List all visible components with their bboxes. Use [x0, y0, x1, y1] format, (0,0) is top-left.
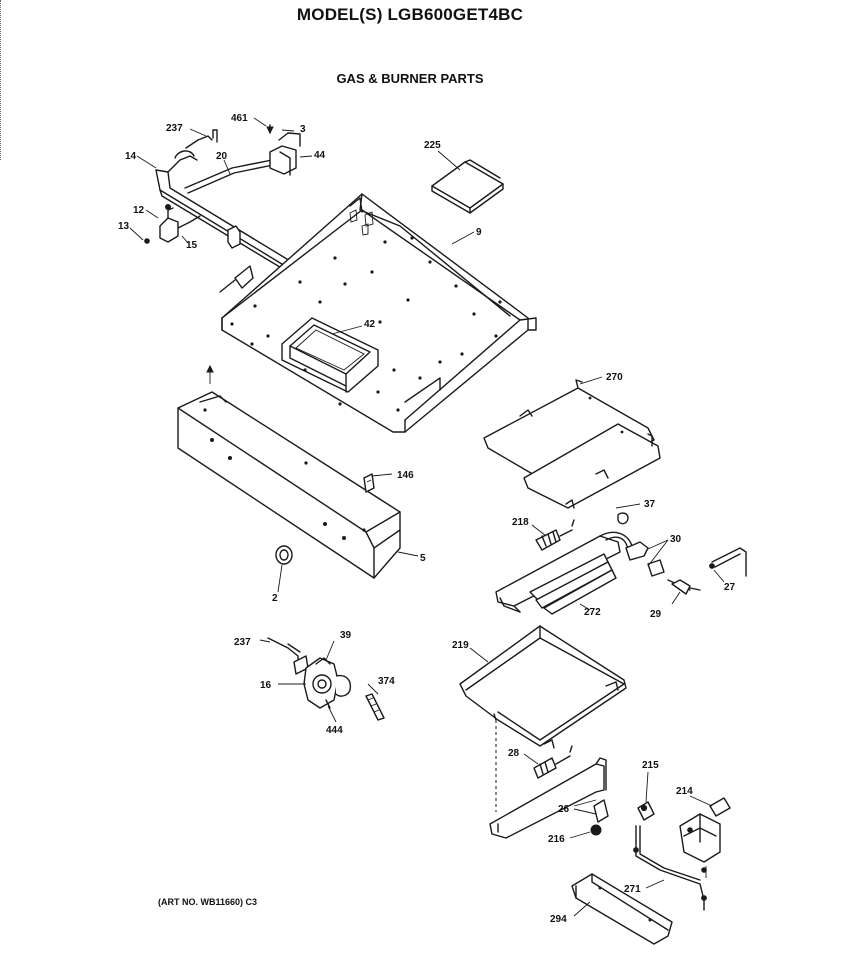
rivet-holes [230, 236, 502, 412]
leader-lines [129, 117, 725, 917]
callout-15: 15 [186, 240, 198, 251]
callout-237-valve: 237 [234, 637, 251, 648]
broil-burner-group [489, 745, 609, 839]
callout-37: 37 [644, 499, 656, 510]
callout-30: 30 [670, 534, 682, 545]
callout-42: 42 [364, 319, 376, 330]
callout-9: 9 [476, 227, 482, 238]
callout-39: 39 [340, 630, 352, 641]
valve-group [267, 637, 385, 721]
burner-cover-225 [431, 159, 504, 214]
callout-13: 13 [118, 221, 130, 232]
section-title: GAS & BURNER PARTS [336, 71, 484, 86]
callout-461: 461 [231, 113, 248, 124]
callout-14: 14 [125, 151, 137, 162]
model-title: MODEL(S) LGB600GET4BC [296, 5, 524, 24]
callout-5: 5 [420, 553, 426, 564]
art-number: (ART NO. WB11660) C3 [158, 897, 258, 907]
callout-225: 225 [424, 140, 441, 151]
callout-12: 12 [133, 205, 145, 216]
shield-270 [483, 379, 661, 509]
callout-146: 146 [397, 470, 414, 481]
callout-26: 26 [558, 804, 570, 815]
shield-219 [459, 625, 627, 812]
front-panel-5 [177, 364, 401, 579]
callout-271: 271 [624, 884, 641, 895]
callout-218: 218 [512, 517, 529, 528]
callout-3: 3 [300, 124, 306, 135]
oven-burner-group [495, 512, 747, 615]
callout-20: 20 [216, 151, 228, 162]
callout-44: 44 [314, 150, 326, 161]
callout-219: 219 [452, 640, 469, 651]
ignition-group [571, 797, 731, 945]
callout-29: 29 [650, 609, 662, 620]
callout-27: 27 [724, 582, 736, 593]
callout-444: 444 [326, 725, 343, 736]
callout-2: 2 [272, 593, 278, 604]
callout-374: 374 [378, 676, 395, 687]
callout-237-top: 237 [166, 123, 183, 134]
callout-272: 272 [584, 607, 601, 618]
callout-294: 294 [550, 914, 567, 925]
callout-28: 28 [508, 748, 520, 759]
callout-16: 16 [260, 680, 272, 691]
part-callouts: 237 461 3 14 20 44 225 12 13 15 9 42 270… [118, 113, 736, 925]
scan-edge-mark [0, 0, 3, 160]
manifold-assembly [144, 124, 318, 284]
callout-270: 270 [606, 372, 623, 383]
callout-216: 216 [548, 834, 565, 845]
callout-215: 215 [642, 760, 659, 771]
burner-box-9 [219, 193, 537, 433]
callout-214: 214 [676, 786, 693, 797]
